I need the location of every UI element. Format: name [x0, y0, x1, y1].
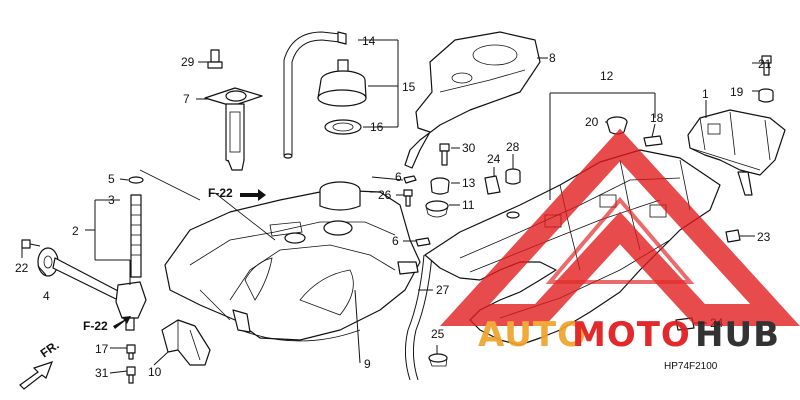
- f22-label-bottom: F-22: [83, 319, 108, 333]
- callout-14: 14: [362, 34, 376, 48]
- callout-16: 16: [370, 120, 384, 134]
- watermark-logo: AUTO MOTO HUB: [440, 128, 800, 355]
- f22-label-top: F-22: [208, 186, 233, 200]
- callout-11: 11: [462, 198, 475, 212]
- breather-tube: [283, 31, 347, 159]
- callout-3: 3: [108, 193, 115, 207]
- callout-21: 21: [758, 57, 772, 71]
- callout-30: 30: [462, 141, 476, 155]
- callout-19: 19: [730, 85, 744, 99]
- front-direction-arrow: FR.: [19, 338, 62, 390]
- mounting-hardware: [606, 55, 774, 331]
- fasteners-cluster: [403, 143, 521, 247]
- callout-17: 17: [95, 342, 109, 356]
- callout-10: 10: [148, 365, 162, 379]
- callout-15: 15: [402, 80, 416, 94]
- callout-31: 31: [95, 366, 109, 380]
- callout-9: 9: [364, 357, 371, 371]
- callout-13: 13: [462, 176, 476, 190]
- bracket-10: [161, 319, 211, 366]
- fuel-level-sender: [204, 49, 263, 171]
- callout-26: 26: [378, 188, 392, 202]
- callout-7: 7: [183, 92, 190, 106]
- callout-12: 12: [600, 69, 614, 83]
- f22-reference-top: F-22: [208, 186, 266, 201]
- fuel-hose: [404, 254, 448, 381]
- callout-25: 25: [431, 327, 445, 341]
- callout-4: 4: [43, 289, 50, 303]
- fuel-cap: [317, 59, 367, 135]
- callout-1: 1: [702, 87, 709, 101]
- callout-29: 29: [181, 55, 195, 69]
- callout-5: 5: [108, 172, 115, 186]
- callout-6-lower: 6: [392, 234, 399, 248]
- callout-6-upper: 6: [395, 170, 402, 184]
- watermark-auto: AUTO: [478, 315, 587, 355]
- callout-numbers: 29 7 14 15 16 8 12 21 19 1 20 18 30 28 2…: [15, 34, 772, 380]
- f22-reference-bottom: F-22: [83, 316, 131, 333]
- watermark-hub: HUB: [695, 315, 780, 355]
- callout-8: 8: [549, 51, 556, 65]
- upper-bracket: [687, 109, 786, 196]
- callout-22: 22: [15, 261, 29, 275]
- callout-28: 28: [506, 140, 520, 154]
- callout-2: 2: [72, 224, 79, 238]
- fuel-tank: [164, 181, 421, 342]
- callout-20: 20: [585, 115, 599, 129]
- callout-24-upper: 24: [487, 152, 501, 166]
- diagram-code: HP74F2100: [664, 361, 718, 372]
- callout-23: 23: [757, 230, 771, 244]
- front-label: FR.: [38, 338, 62, 361]
- callout-27: 27: [436, 283, 450, 297]
- tank-cover: [404, 31, 541, 169]
- fuel-valve-assembly: [21, 176, 147, 384]
- watermark-moto: MOTO: [572, 315, 691, 355]
- callout-18: 18: [650, 111, 664, 125]
- leader-lines: [21, 39, 762, 374]
